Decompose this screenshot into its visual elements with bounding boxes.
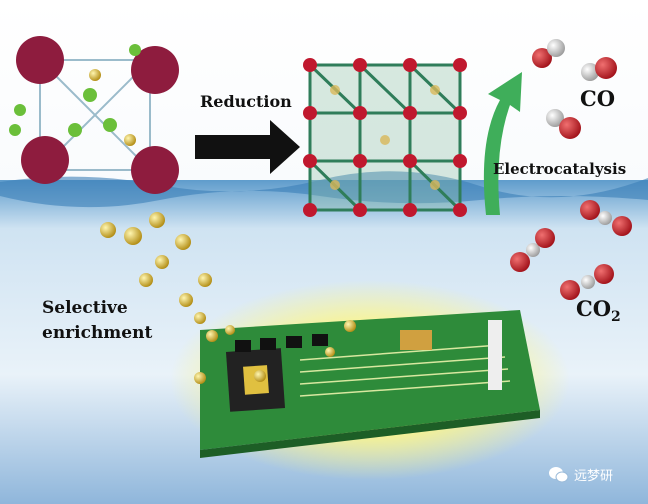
co2-molecules xyxy=(510,200,632,300)
gold-particles xyxy=(100,212,356,384)
reduction-arrow xyxy=(195,120,300,174)
selective-line2: enrichment xyxy=(42,323,153,343)
watermark-text: 远梦研 xyxy=(574,469,614,484)
co2-label: CO2 xyxy=(576,296,621,325)
electrocatalysis-label: Electrocatalysis xyxy=(493,160,627,178)
electrocatalysis-arrow xyxy=(483,72,522,215)
selective-enrichment-label: Selective enrichment xyxy=(42,296,152,346)
co2-main: CO xyxy=(576,296,612,321)
co-molecules xyxy=(532,39,617,139)
co2-subscript: 2 xyxy=(611,309,621,326)
mof-cluster-left xyxy=(9,36,179,194)
selective-line1: Selective xyxy=(42,298,128,318)
reduction-label: Reduction xyxy=(200,92,292,111)
wechat-icon xyxy=(549,466,569,482)
co-label: CO xyxy=(580,86,616,111)
mof-framework xyxy=(303,58,467,217)
watermark: 远梦研 xyxy=(548,465,613,484)
